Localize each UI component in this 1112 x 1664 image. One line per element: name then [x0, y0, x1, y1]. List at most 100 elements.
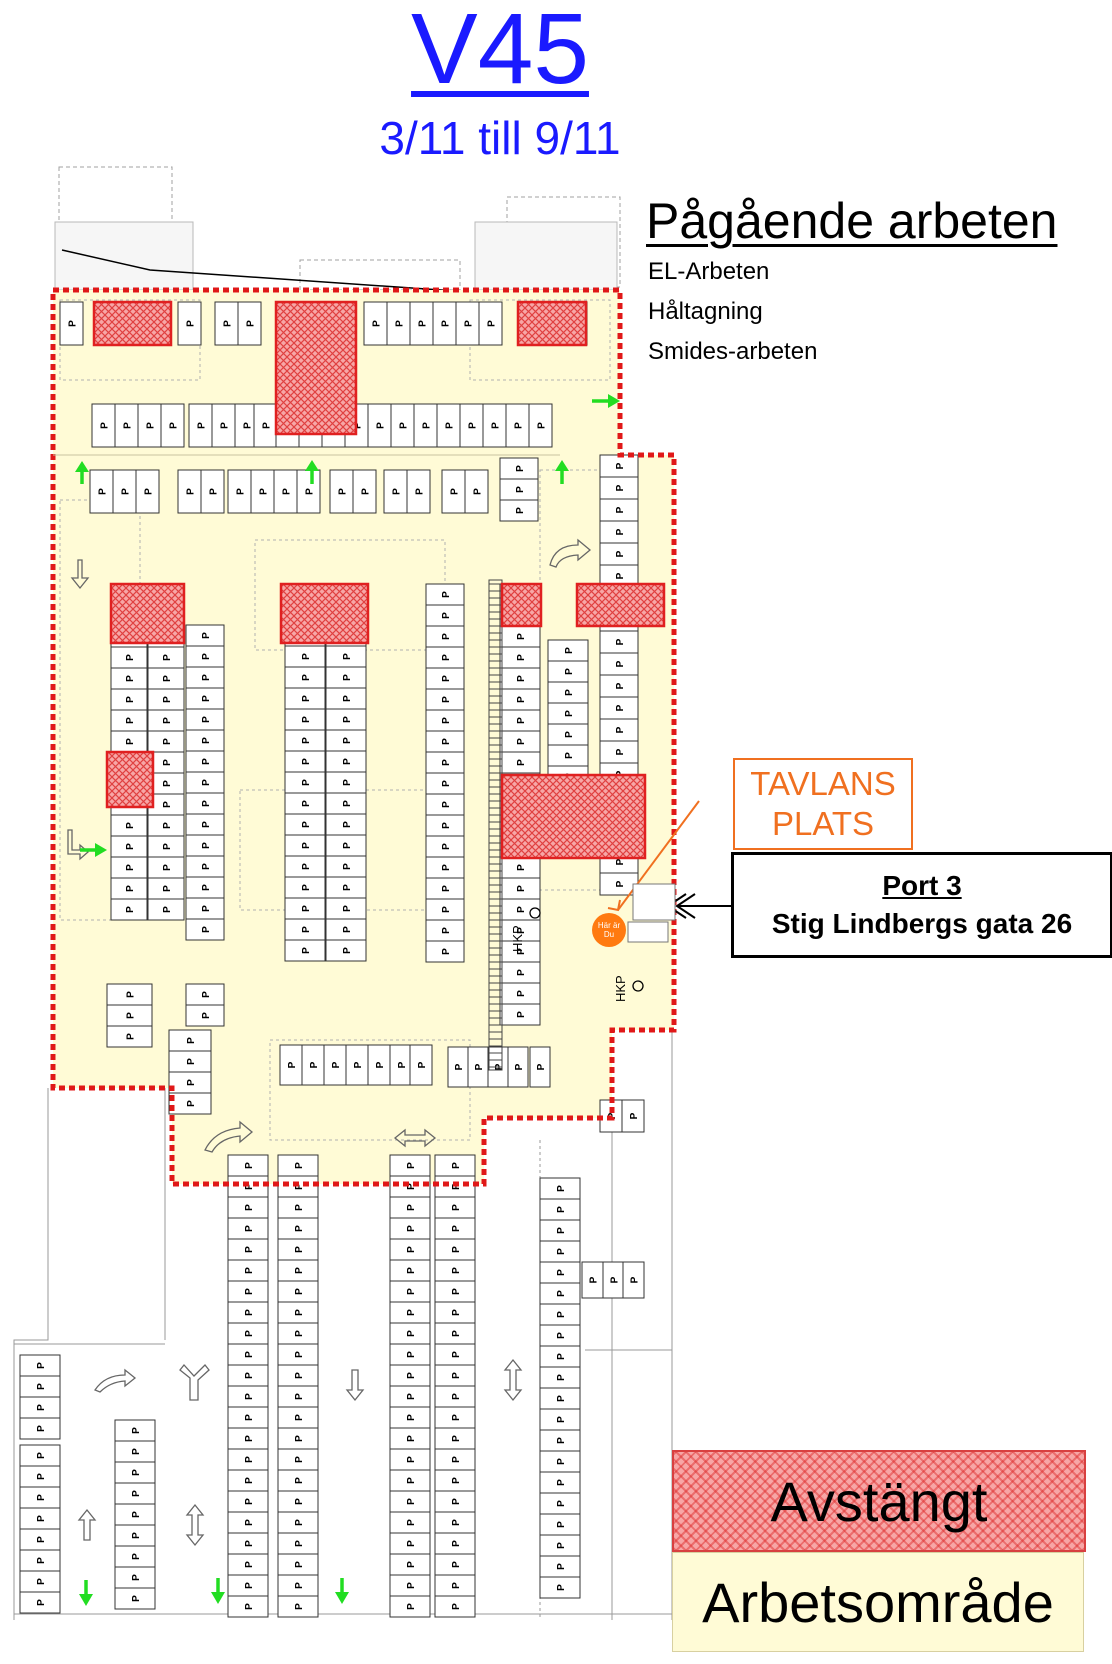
board-location-line2: PLATS: [771, 805, 875, 842]
parking-space-label: P: [301, 821, 312, 828]
parking-space-label: P: [615, 484, 626, 491]
entrance-arrow-icon: [666, 893, 731, 919]
parking-space-label: P: [451, 1288, 462, 1295]
parking-space-label: P: [454, 1063, 465, 1070]
parking-space-label: P: [441, 864, 452, 871]
parking-space-label: P: [556, 1437, 567, 1444]
parking-space-label: P: [201, 821, 212, 828]
parking-space-label: P: [244, 1477, 255, 1484]
parking-space-label: P: [36, 1515, 47, 1522]
parking-space-label: P: [556, 1374, 567, 1381]
parking-space-label: P: [244, 1372, 255, 1379]
parking-space-label: P: [244, 1393, 255, 1400]
parking-space-label: P: [125, 738, 136, 745]
parking-space-label: P: [415, 488, 426, 495]
parking-space-label: P: [451, 1540, 462, 1547]
parking-space-label: P: [201, 991, 212, 998]
parking-space: [352, 469, 377, 514]
board-location-label: TAVLANS PLATS: [733, 758, 913, 850]
accessible-parking: HKP HKP: [510, 907, 644, 1002]
parking-space-label: P: [294, 1246, 305, 1253]
parking-space-label: P: [294, 1477, 305, 1484]
parking-space-label: P: [244, 1330, 255, 1337]
parking-space-label: P: [342, 800, 353, 807]
parking-space-label: P: [244, 1414, 255, 1421]
parking-space-label: P: [244, 1456, 255, 1463]
parking-space-label: P: [301, 779, 312, 786]
parking-space-label: P: [197, 422, 208, 429]
parking-space-label: P: [564, 689, 575, 696]
parking-space-label: P: [301, 653, 312, 660]
parking-space-label: P: [406, 1267, 417, 1274]
parking-space-label: P: [125, 864, 136, 871]
exit-arrow-icon: [79, 1580, 93, 1606]
parking-space-label: P: [201, 842, 212, 849]
parking-space-label: P: [162, 885, 173, 892]
parking-space-label: P: [564, 731, 575, 738]
parking-space: [19, 1417, 61, 1440]
parking-space-label: P: [451, 1267, 462, 1274]
parking-space-label: P: [125, 696, 136, 703]
parking-space: [277, 1595, 319, 1618]
parking-space-label: P: [445, 422, 456, 429]
ongoing-work-title: Pågående arbeten: [646, 193, 1058, 249]
parking-space-label: P: [516, 738, 527, 745]
parking-space-label: P: [564, 710, 575, 717]
parking-space: [185, 1004, 225, 1027]
parking-space: [409, 1044, 433, 1086]
parking-space-label: P: [301, 926, 312, 933]
parking-space-label: P: [342, 821, 353, 828]
parking-space-label: P: [244, 1225, 255, 1232]
parking-space-label: P: [376, 422, 387, 429]
parking-space-label: P: [123, 422, 134, 429]
parking-space-label: P: [244, 1498, 255, 1505]
parking-space-label: P: [36, 1557, 47, 1564]
closed-areas: [92, 300, 666, 860]
parking-space-label: P: [451, 1603, 462, 1610]
parking-space-label: P: [441, 906, 452, 913]
parking-space-label: P: [223, 320, 234, 327]
parking-space-label: P: [244, 1519, 255, 1526]
parking-space-label: P: [441, 717, 452, 724]
parking-space: [621, 1099, 645, 1133]
parking-space-label: P: [244, 1204, 255, 1211]
parking-space-label: P: [441, 801, 452, 808]
parking-space-label: P: [209, 488, 220, 495]
exit-arrow-icon: [75, 461, 89, 484]
parking-space-label: P: [146, 422, 157, 429]
parking-space-label: P: [629, 1112, 640, 1119]
parking-space: [237, 301, 262, 346]
parking-space-label: P: [441, 885, 452, 892]
parking-space-label: P: [418, 320, 429, 327]
parking-space-label: P: [615, 550, 626, 557]
parking-space-label: P: [516, 675, 527, 682]
parking-space-label: P: [342, 716, 353, 723]
parking-space-label: P: [294, 1414, 305, 1421]
you-are-here-line2: Du: [603, 930, 615, 939]
week-title: V45: [411, 0, 589, 105]
parking-space-label: P: [441, 759, 452, 766]
parking-space-label: P: [406, 1288, 417, 1295]
parking-space-label: P: [201, 800, 212, 807]
parking-space-label: P: [294, 1225, 305, 1232]
accessible-parking-label: HKP: [510, 925, 525, 952]
parking-space-label: P: [516, 948, 527, 955]
parking-space-label: P: [615, 528, 626, 535]
parking-space-label: P: [406, 1456, 417, 1463]
parking-space-label: P: [516, 633, 527, 640]
parking-space-label: P: [406, 1183, 417, 1190]
parking-space-label: P: [556, 1584, 567, 1591]
closed-area: [109, 582, 186, 645]
parking-space-label: P: [353, 422, 364, 429]
closed-area: [92, 300, 173, 347]
double-arrow-icon: [393, 1128, 437, 1148]
parking-space-label: P: [615, 638, 626, 645]
parking-space-label: P: [126, 1033, 137, 1040]
ongoing-work-item: Håltagning: [648, 298, 763, 325]
parking-space: [59, 301, 84, 346]
you-are-here-line1: Här är: [597, 921, 621, 930]
down-arrow-icon: [345, 1369, 365, 1402]
parking-space-label: P: [100, 422, 111, 429]
parking-space-label: P: [441, 696, 452, 703]
parking-space-label: P: [36, 1599, 47, 1606]
